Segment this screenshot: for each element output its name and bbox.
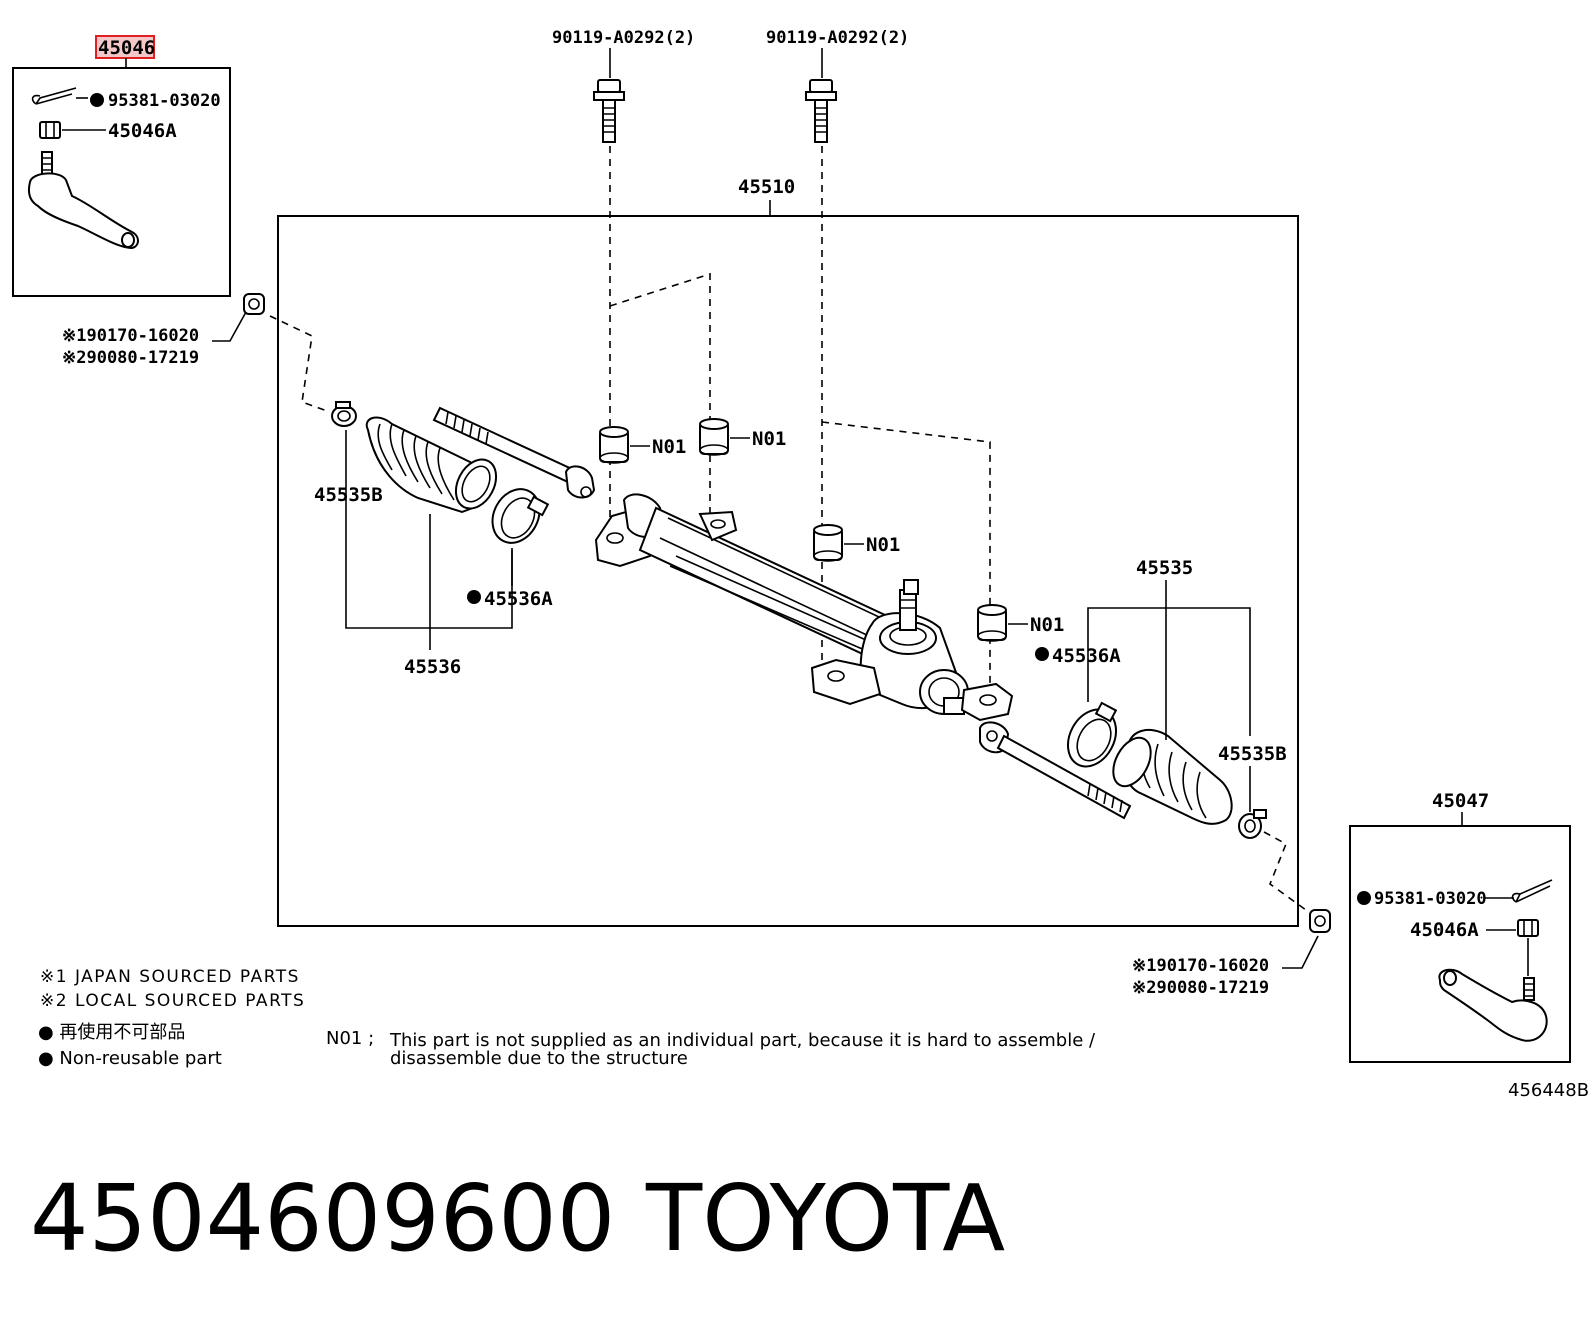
figure-code: 456448B [1508, 1080, 1589, 1101]
clamp-left-icon [491, 488, 550, 544]
cotter-pin-left-icon [31, 87, 88, 105]
legend-n01-key: N01 ; [326, 1028, 374, 1049]
label-tie-rod-end-right: 45047 [1432, 790, 1489, 812]
clamp-right-icon [1067, 701, 1118, 768]
label-nut-option-left-2: ※290080-17219 [62, 348, 199, 368]
bolt-left-icon [593, 79, 625, 143]
highlight-box[interactable] [95, 35, 155, 59]
bushing-2-icon [699, 418, 729, 456]
label-boot-right-group: 45535 [1136, 557, 1193, 579]
legend-n01-line2: disassemble due to the structure [390, 1048, 688, 1069]
tie-rod-left-icon [432, 406, 596, 499]
label-boot-left: 45536 [404, 656, 461, 678]
label-nut-right: 45046A [1410, 919, 1479, 941]
cotter-pin-right-icon [1511, 879, 1553, 903]
legend-non-reusable-en: ● Non-reusable part [38, 1048, 222, 1069]
legend-local-sourced: ※2 LOCAL SOURCED PARTS [40, 991, 305, 1011]
label-bushing-2: N01 [752, 428, 786, 450]
label-nut-option-right-1: ※190170-16020 [1132, 956, 1269, 976]
clip-left-icon [331, 401, 357, 427]
tie-rod-end-left-box [12, 67, 231, 297]
boot-right-icon [1112, 728, 1233, 825]
boot-left-icon [365, 416, 498, 514]
bolt-right-icon [805, 79, 837, 143]
label-clip-left: 45535B [314, 484, 383, 506]
legend-n01-line1: This part is not supplied as an individu… [389, 1030, 1096, 1051]
brand-name: TOYOTA [645, 1165, 1005, 1272]
nut-left-icon [39, 121, 61, 139]
label-bolt-left: 90119-A0292(2) [552, 28, 695, 48]
steering-rack-housing-icon [594, 493, 1014, 722]
non-reusable-dot-icon [90, 93, 104, 107]
tie-rod-right-icon [979, 721, 1132, 820]
bushing-3-icon [813, 524, 843, 562]
label-bolt-right: 90119-A0292(2) [766, 28, 909, 48]
non-reusable-dot-icon [1357, 891, 1371, 905]
label-nut-option-left-1: ※190170-16020 [62, 326, 199, 346]
label-bushing-3: N01 [866, 534, 900, 556]
label-bushing-4: N01 [1030, 614, 1064, 636]
bushing-4-icon [977, 604, 1007, 642]
rack-assembly-box [277, 215, 1299, 927]
label-clip-right: 45535B [1218, 743, 1287, 765]
tie-rod-end-left-icon [28, 151, 139, 250]
tie-rod-end-right-box [1349, 825, 1571, 1063]
non-reusable-dot-icon [467, 590, 481, 604]
non-reusable-dot-icon [1035, 647, 1049, 661]
bushing-1-icon [599, 426, 629, 464]
label-cotter-pin-right: 95381-03020 [1374, 889, 1487, 909]
label-nut-option-right-2: ※290080-17219 [1132, 978, 1269, 998]
legend-japan-sourced: ※1 JAPAN SOURCED PARTS [40, 967, 300, 987]
label-cotter-pin-left: 95381-03020 [108, 91, 221, 111]
nut-left-outer-icon [243, 293, 265, 315]
label-nut-left: 45046A [108, 120, 177, 142]
label-rack-assembly: 45510 [738, 176, 795, 198]
label-45046[interactable]: 45046 [98, 37, 155, 59]
label-clamp-left: 45536A [484, 588, 553, 610]
nut-right-icon [1517, 919, 1539, 937]
legend-non-reusable-jp: ● 再使用不可部品 [38, 1022, 185, 1043]
label-bushing-1: N01 [652, 436, 686, 458]
tie-rod-end-right-icon [1438, 968, 1548, 1042]
nut-right-outer-icon [1309, 909, 1331, 933]
clip-right-icon [1238, 809, 1267, 839]
part-number: 4504609600 [30, 1165, 615, 1272]
label-clamp-right: 45536A [1052, 645, 1121, 667]
